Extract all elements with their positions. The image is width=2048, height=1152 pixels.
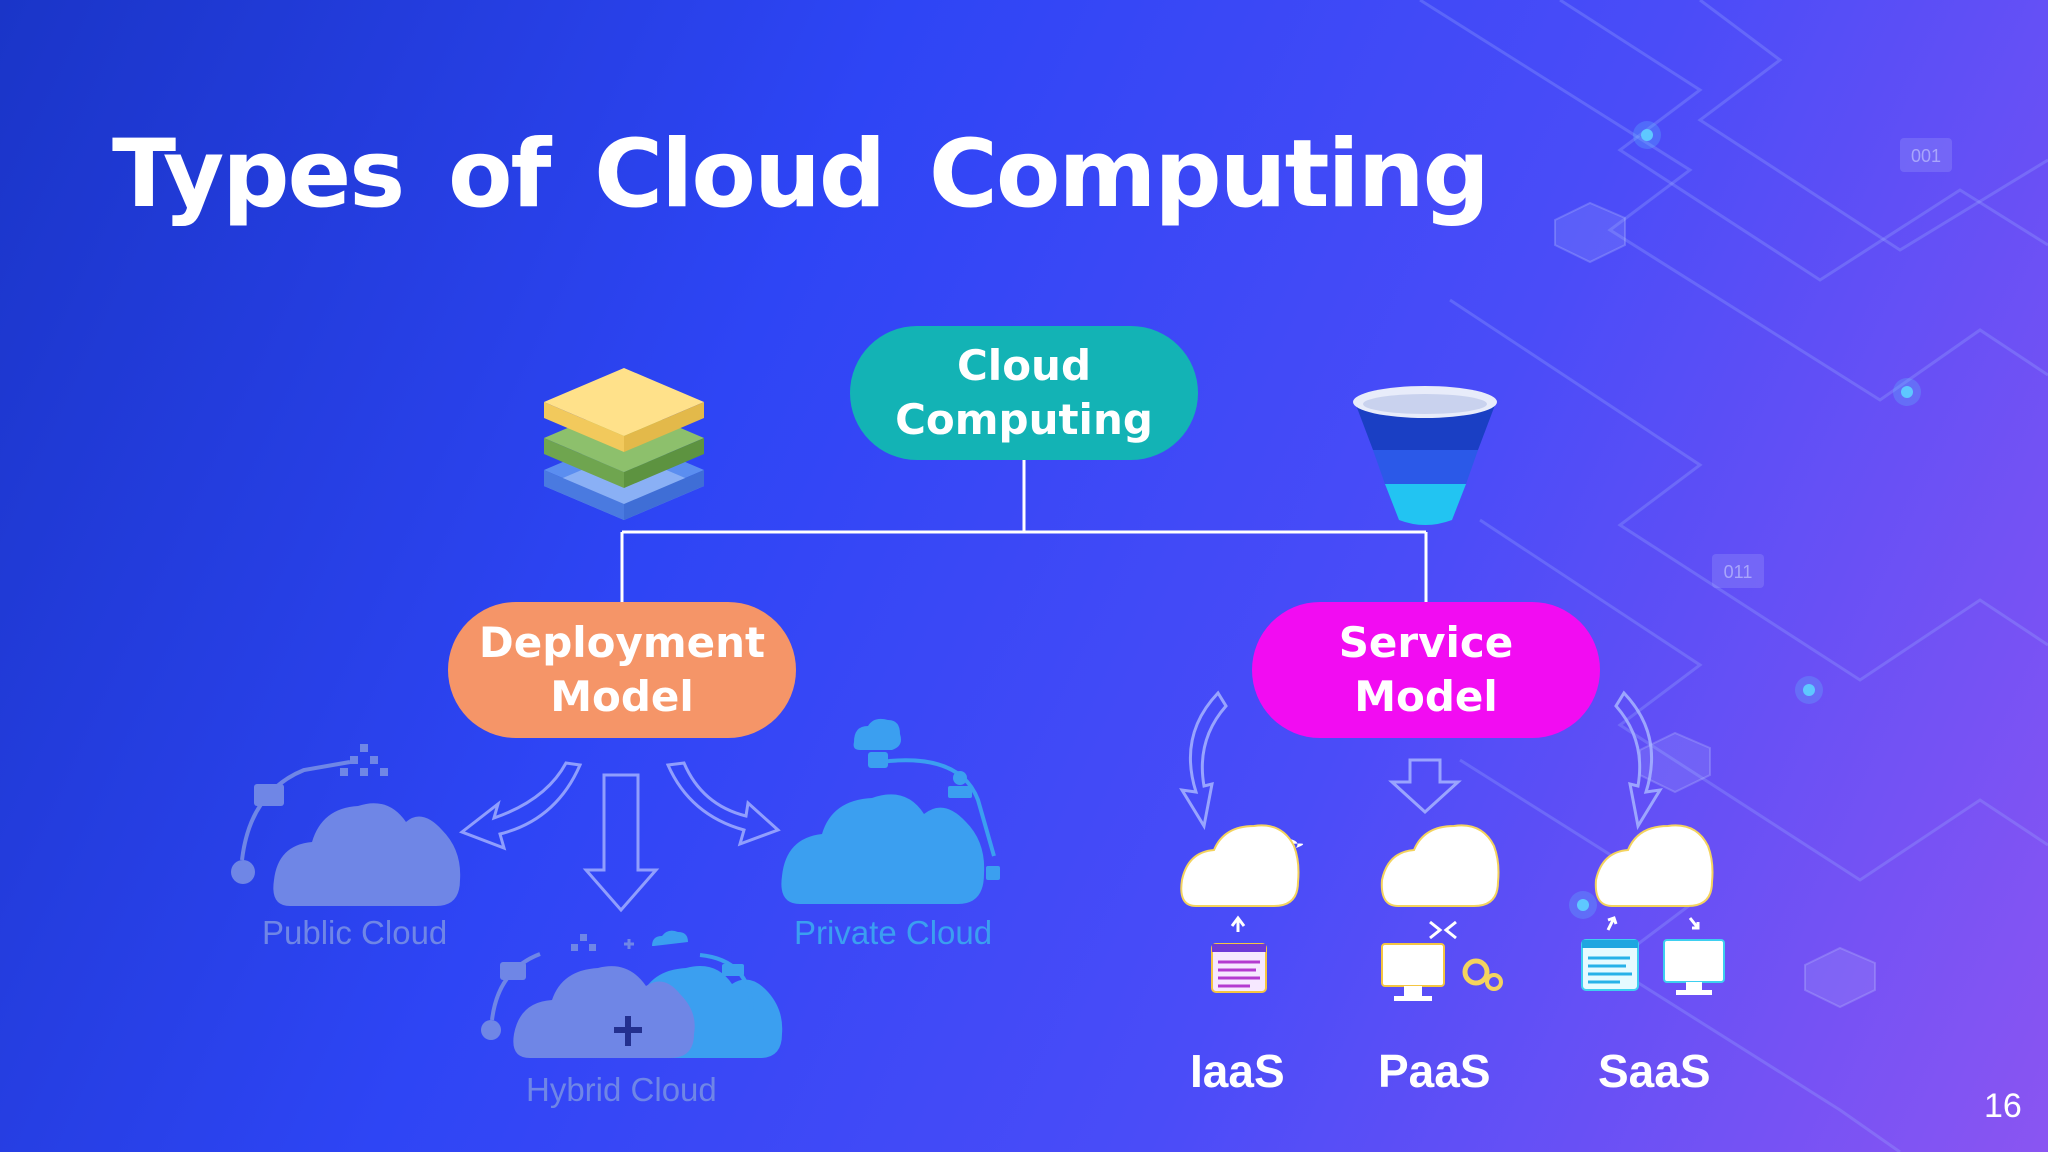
stacked-layers-icon <box>544 368 704 520</box>
funnel-icon <box>1353 386 1497 525</box>
slide-page-number: 16 <box>1984 1087 2022 1125</box>
deployment-model-node: Deployment Model <box>448 602 796 738</box>
tree-connectors <box>620 460 1428 602</box>
paas-cloud-illustration <box>1380 824 1503 1001</box>
iaas-cloud-illustration <box>1180 824 1304 993</box>
slide-title: Types of Cloud Computing <box>112 120 1490 229</box>
private-cloud-label: Private Cloud <box>794 914 993 951</box>
paas-label: PaaS <box>1378 1045 1491 1097</box>
public-cloud-illustration <box>231 744 461 906</box>
hybrid-cloud-label: Hybrid Cloud <box>526 1071 717 1108</box>
tag-011-box <box>1712 554 1764 588</box>
hybrid-cloud-illustration <box>481 930 783 1058</box>
cloud-computing-node: Cloud Computing <box>850 326 1198 460</box>
tag-001: 001 <box>1911 146 1941 166</box>
deployment-arrows <box>458 761 781 913</box>
tag-001-box <box>1900 138 1952 172</box>
private-cloud-illustration <box>781 718 1000 904</box>
saas-cloud-illustration <box>1581 824 1725 995</box>
iaas-label: IaaS <box>1190 1045 1285 1097</box>
service-arrows <box>1179 690 1663 831</box>
saas-label: SaaS <box>1598 1045 1711 1097</box>
service-model-node: Service Model <box>1252 602 1600 738</box>
tag-011: 011 <box>1724 562 1753 582</box>
public-cloud-label: Public Cloud <box>262 914 448 951</box>
